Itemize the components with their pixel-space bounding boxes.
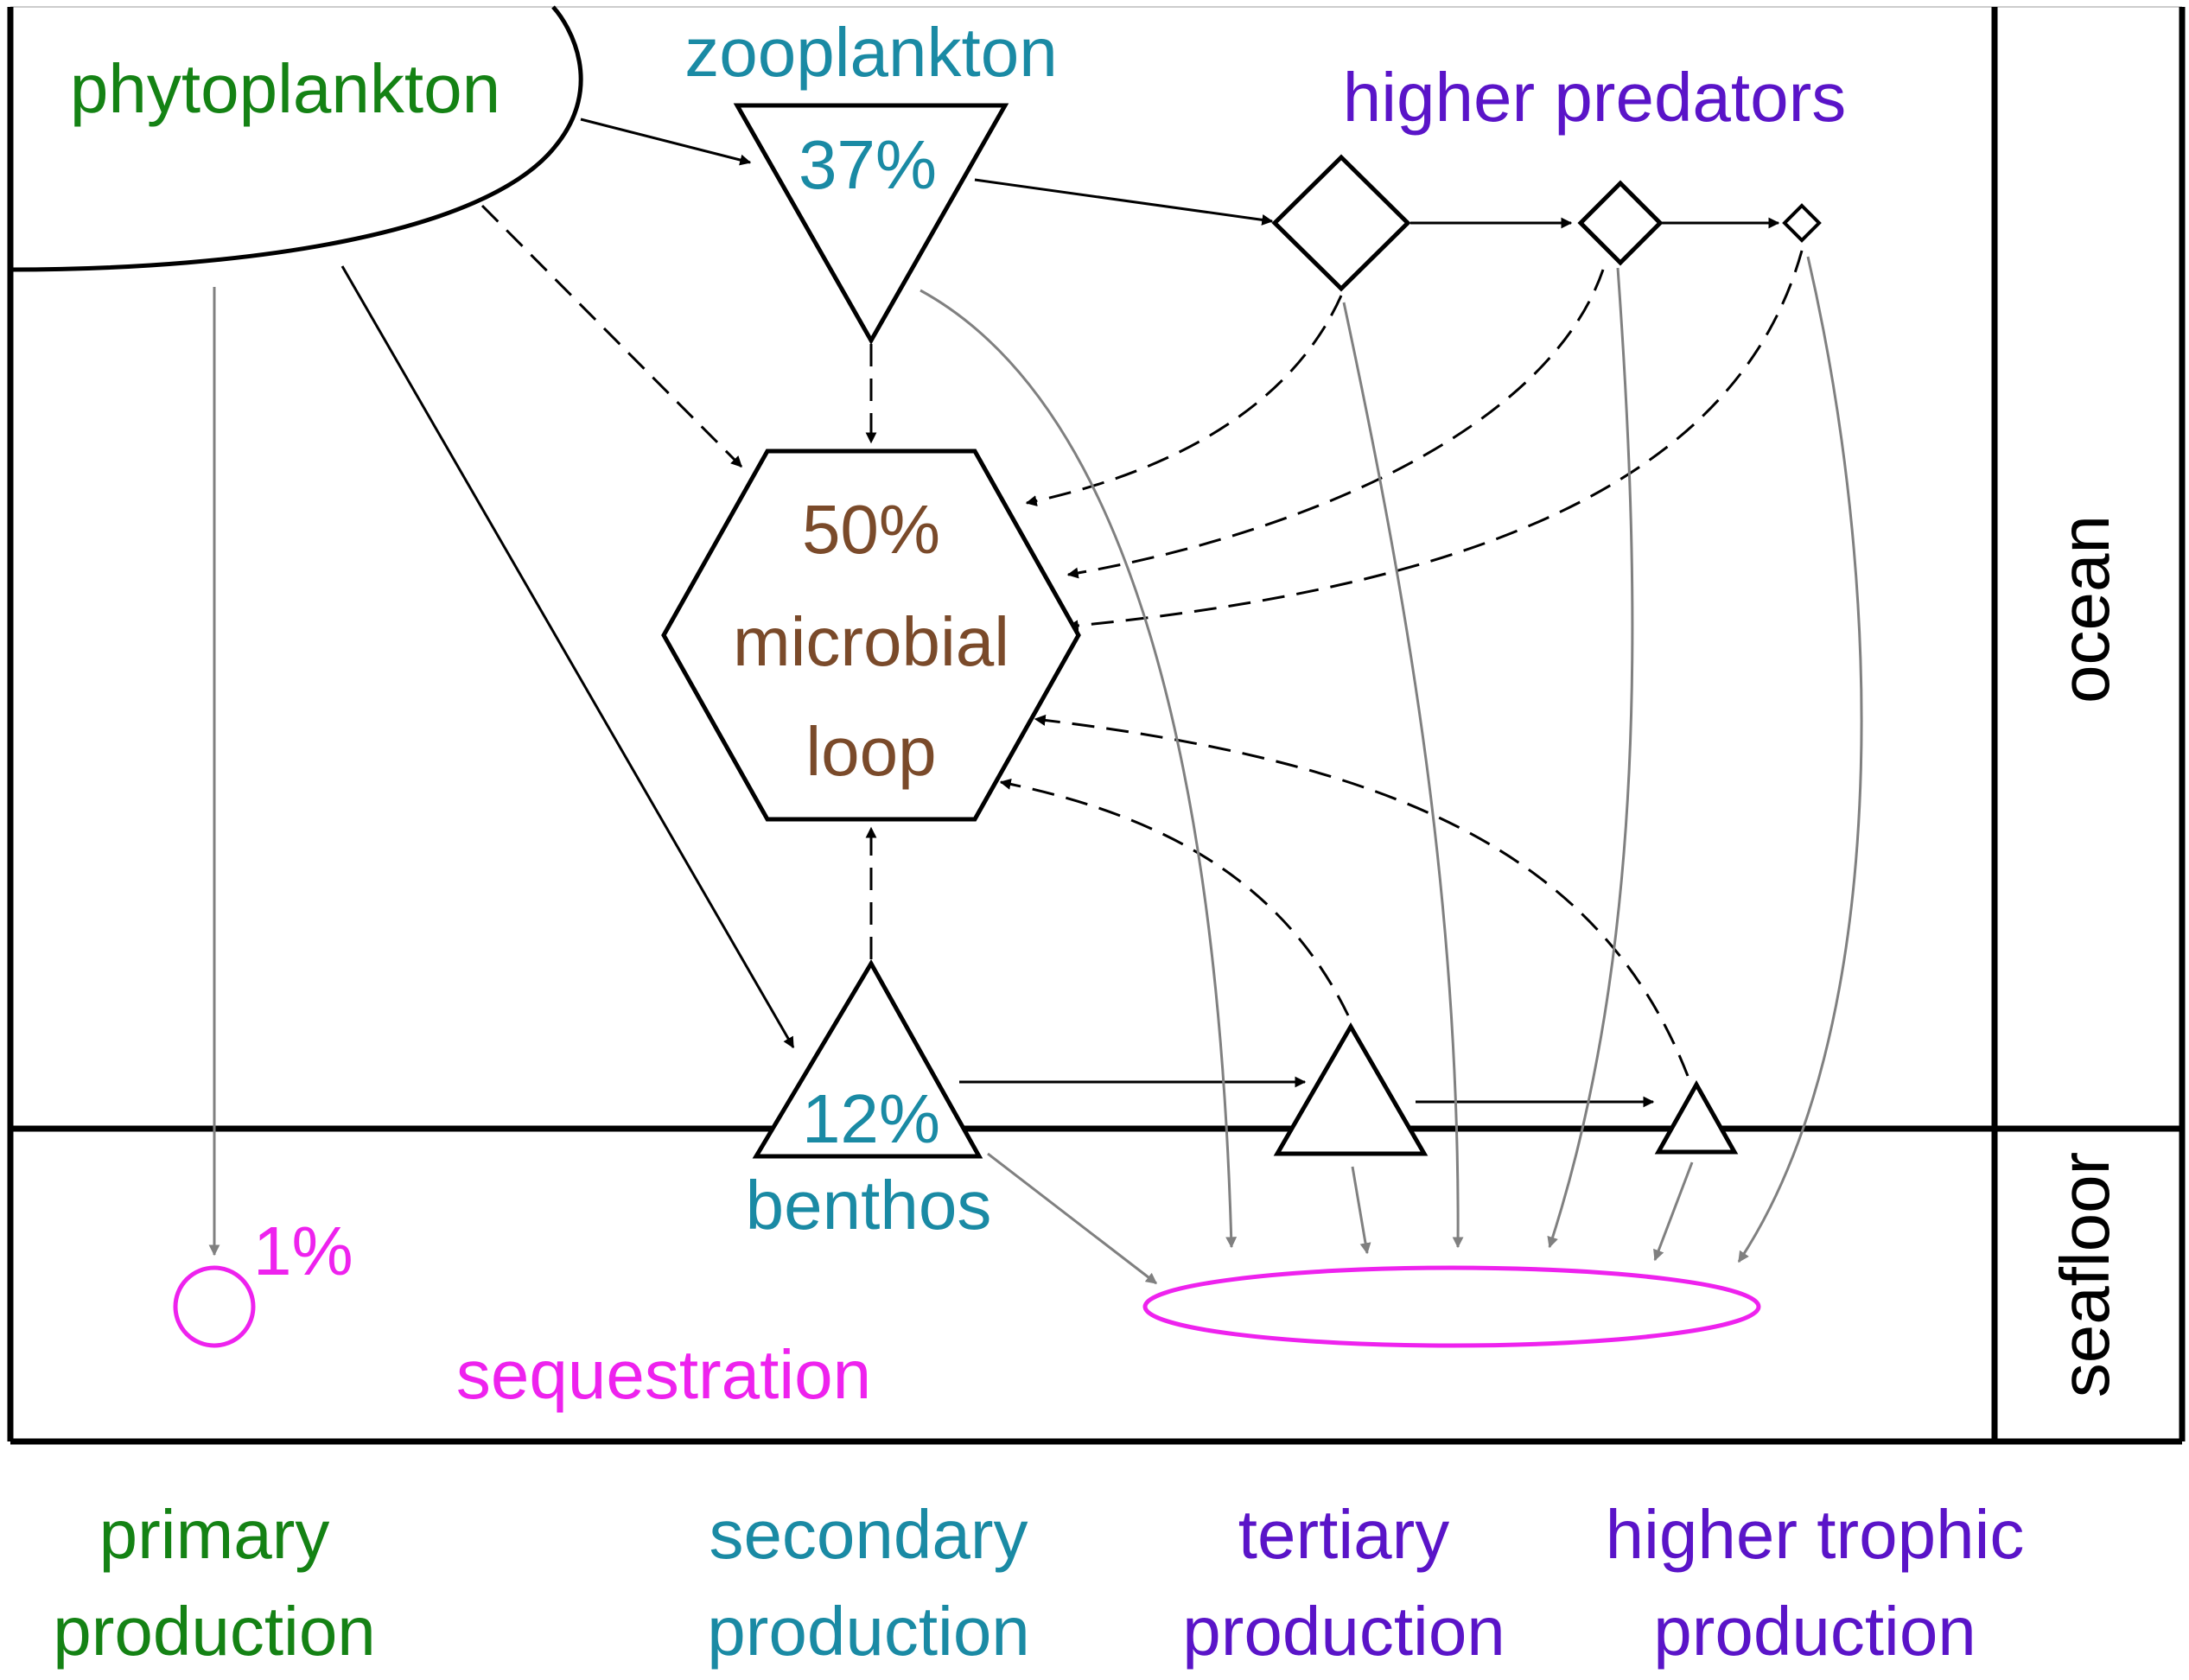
sink-predator1-to-store [1342,302,1464,1249]
sinking-flows [208,256,1863,1285]
footer-tertiary-line2: production [1182,1593,1505,1670]
tertiary-benthos-triangle [1273,1022,1429,1156]
dashed-phyto-to-microbial [480,204,743,468]
footer-primary-line1: primary [99,1496,330,1573]
label-benthos: benthos [746,1167,992,1244]
dashed-tertiary-to-microbial [999,778,1350,1016]
sink-predator2-to-store [1547,267,1634,1249]
sink-predator3-to-store [1737,256,1863,1263]
sink-higher-benthos-to-store [1653,1161,1694,1262]
frame [7,6,2186,1445]
sink-tertiary-to-store [1351,1166,1371,1255]
label-sequestration-percent: 1% [253,1212,353,1289]
solid-flows [340,118,1780,1108]
label-zooplankton-percent: 37% [799,126,937,203]
label-higher-predators: higher predators [1343,59,1847,136]
dashed-higher-benthos-to-microbial [1034,714,1689,1077]
label-phytoplankton: phytoplankton [70,50,500,127]
microbial-loop-hexagon [661,449,1081,822]
label-zooplankton: zooplankton [684,14,1057,91]
arrow-phyto-to-benthos [340,265,795,1049]
sequestration-ellipse [1142,1265,1761,1348]
zone-label-ocean: ocean [2046,515,2123,703]
predator-diamond-large [1271,154,1411,292]
footer-higher-line1: higher trophic [1606,1496,2025,1573]
label-microbial-percent: 50% [802,491,940,568]
arrow-phyto-to-zoo [580,118,752,166]
predator-diamond-small [1782,203,1822,243]
dashed-predator1-to-microbial [1025,295,1343,506]
arrow-zoo-to-predator1 [974,178,1274,226]
footer-higher-line2: production [1653,1593,1976,1670]
zooplankton-triangle [733,103,1009,346]
label-microbial-line1: microbial [733,603,1009,680]
footer-tertiary-line1: tertiary [1238,1496,1450,1573]
higher-benthos-triangle [1654,1079,1739,1155]
footer-secondary-line2: production [707,1593,1030,1670]
dashed-predator3-to-microbial [1066,250,1804,632]
primary-sequestration-circle [173,1265,256,1348]
footer-primary-line2: production [53,1593,376,1670]
label-benthos-percent: 12% [802,1080,940,1157]
zone-label-seafloor: seafloor [2046,1152,2123,1398]
footer-secondary-line1: secondary [709,1496,1028,1573]
phytoplankton-ellipse [10,5,583,272]
benthos-triangle [752,959,983,1159]
label-microbial-line2: loop [805,713,936,790]
sink-benthos-to-store [987,1152,1158,1285]
sink-zoo-to-store [920,289,1238,1249]
predator-diamond-medium [1577,180,1664,266]
trophic-levels-footer: primary production secondary production … [53,1496,2024,1670]
label-sequestration: sequestration [456,1336,871,1413]
dashed-predator2-to-microbial [1066,269,1605,579]
